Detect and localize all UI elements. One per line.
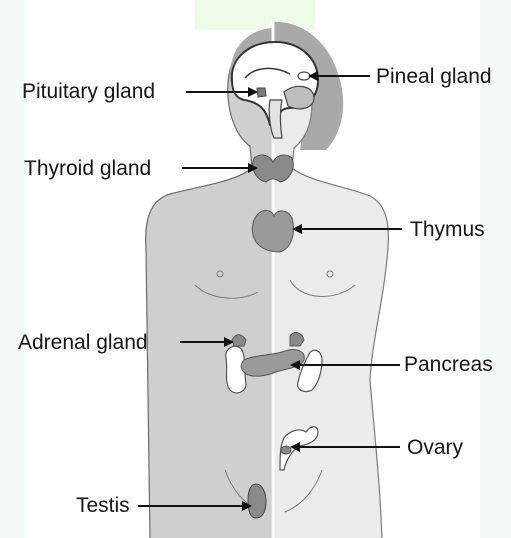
pituitary-gland-label: Pituitary gland	[22, 81, 155, 102]
ovary-shape	[281, 446, 291, 454]
testis-label: Testis	[76, 495, 130, 516]
cerebellum	[284, 86, 314, 108]
adrenal-gland-label: Adrenal gland	[18, 332, 148, 353]
pineal-gland-label: Pineal gland	[376, 66, 492, 87]
pituitary-gland-shape	[257, 88, 266, 97]
thymus-label: Thymus	[410, 219, 485, 240]
pancreas-label: Pancreas	[404, 354, 493, 375]
thyroid-gland-label: Thyroid gland	[24, 158, 151, 179]
male-half	[146, 28, 272, 538]
ovary-label: Ovary	[407, 437, 463, 458]
testis-shape	[248, 484, 266, 518]
male-silhouette	[146, 38, 272, 538]
